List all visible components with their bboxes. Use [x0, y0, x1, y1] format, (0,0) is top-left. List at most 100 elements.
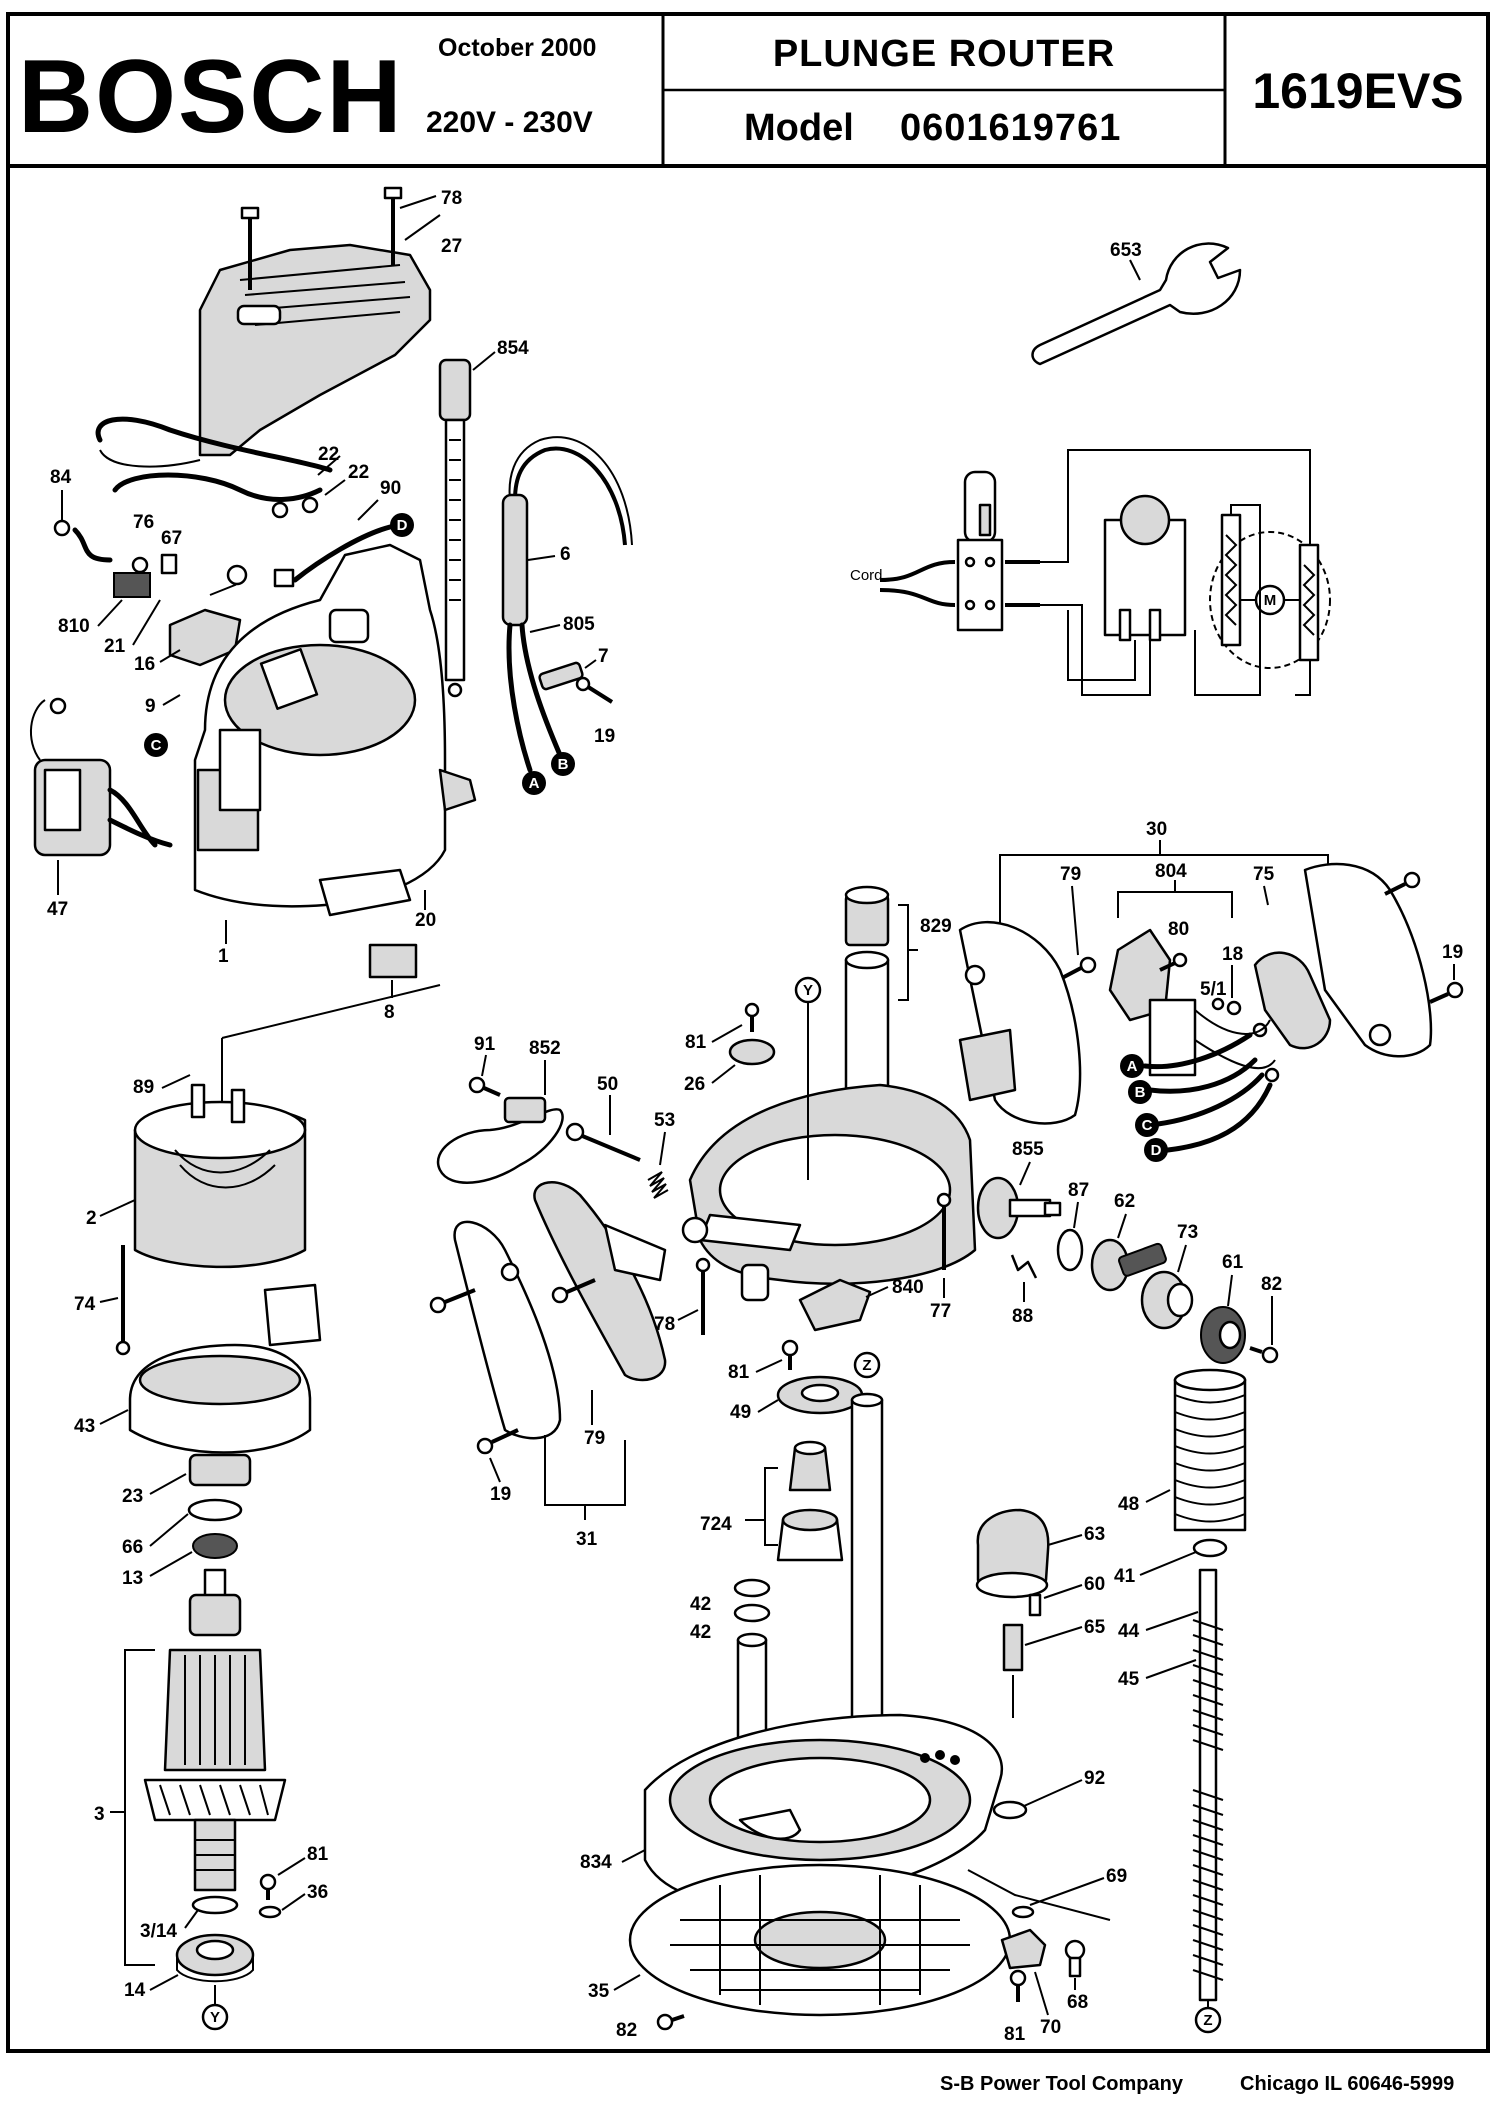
- label-89: 89: [133, 1077, 154, 1098]
- connector-B-cord: B: [551, 752, 575, 776]
- label-88: 88: [1012, 1306, 1033, 1327]
- connector-D-top: D: [292, 513, 414, 583]
- screw-77: [936, 1192, 952, 1270]
- motor-symbol: M: [1264, 592, 1277, 609]
- model-code: 1619EVS: [1252, 63, 1463, 119]
- label-2: 2: [86, 1208, 97, 1229]
- label-60: 60: [1084, 1574, 1105, 1595]
- cord-label: Cord: [850, 567, 883, 584]
- depth-rod-854: [438, 358, 472, 698]
- model-label: Model: [744, 107, 854, 149]
- label-82-b: 82: [616, 2020, 637, 2041]
- label-42-b: 42: [690, 1622, 711, 1643]
- label-43: 43: [74, 1416, 95, 1437]
- label-48: 48: [1118, 1494, 1139, 1515]
- collet-nut-724: [776, 1440, 844, 1562]
- switch-assembly-804: [1108, 928, 1280, 1083]
- screw-81-and-washer-26: [728, 1002, 776, 1066]
- label-805: 805: [563, 614, 595, 635]
- label-plate-8: [368, 943, 418, 979]
- screw-60: [1028, 1593, 1042, 1617]
- label-76: 76: [133, 512, 154, 533]
- svg-text:A: A: [529, 775, 540, 792]
- column-z: [850, 1392, 884, 1762]
- screw-79-right: [1061, 956, 1097, 980]
- rings-42: [733, 1578, 771, 1623]
- label-19-right: 19: [1442, 942, 1463, 963]
- small-hardware-84-76-67: [53, 519, 178, 598]
- label-31: 31: [576, 1529, 598, 1550]
- label-92: 92: [1084, 1768, 1105, 1789]
- label-62: 62: [1114, 1191, 1135, 1212]
- label-65: 65: [1084, 1617, 1106, 1638]
- svg-text:Y: Y: [210, 2009, 220, 2026]
- label-67: 67: [161, 528, 182, 549]
- svg-text:C: C: [151, 737, 162, 754]
- label-724: 724: [700, 1514, 732, 1535]
- router-base-834: [643, 1713, 1003, 1907]
- switch-47: [29, 697, 173, 857]
- retaining-ring-41: [1192, 1538, 1228, 1558]
- title-block: BOSCH October 2000 220V - 230V PLUNGE RO…: [6, 12, 1490, 168]
- connector-A-cord: A: [522, 771, 546, 795]
- label-80: 80: [1168, 919, 1189, 940]
- label-45: 45: [1118, 1669, 1140, 1690]
- label-91: 91: [474, 1034, 496, 1055]
- label-74: 74: [74, 1294, 96, 1315]
- screw-82-b: [656, 2013, 685, 2031]
- bolt-50: [565, 1122, 641, 1162]
- label-77: 77: [930, 1301, 951, 1322]
- label-53: 53: [654, 1110, 675, 1131]
- diagram-border: [6, 164, 1490, 2053]
- screw-81-b: [781, 1339, 799, 1370]
- svg-text:B: B: [1135, 1084, 1146, 1101]
- release-date: October 2000: [438, 34, 596, 62]
- label-79-handle: 79: [584, 1428, 605, 1449]
- plate-70: [1000, 1928, 1047, 1970]
- footer-address: Chicago IL 60646-5999: [1240, 2073, 1454, 2095]
- cap-829: [844, 885, 890, 947]
- voltage-rating: 220V - 230V: [426, 106, 593, 139]
- label-82-a: 82: [1261, 1274, 1282, 1295]
- svg-text:C: C: [1142, 1117, 1153, 1134]
- model-number: 0601619761: [900, 107, 1121, 149]
- washer-92: [992, 1800, 1028, 1820]
- label-5-1: 5/1: [1200, 979, 1227, 1000]
- label-855: 855: [1012, 1139, 1044, 1160]
- label-9: 9: [145, 696, 156, 717]
- label-829: 829: [920, 916, 952, 937]
- label-27: 27: [441, 236, 462, 257]
- product-name: PLUNGE ROUTER: [773, 33, 1115, 75]
- label-19-handle: 19: [490, 1484, 511, 1505]
- main-housing-column: [681, 950, 977, 1302]
- gear-62: [1090, 1238, 1167, 1292]
- label-810: 810: [58, 616, 90, 637]
- ring-87: [1056, 1228, 1084, 1272]
- pin-65: [1002, 1623, 1024, 1672]
- wire-harness-22: [95, 416, 333, 519]
- svg-text:Z: Z: [1203, 2012, 1212, 2029]
- label-61: 61: [1222, 1252, 1244, 1273]
- clamp-840: [798, 1278, 872, 1332]
- label-66: 66: [122, 1537, 143, 1558]
- label-87: 87: [1068, 1180, 1089, 1201]
- screw-19-top: [575, 676, 614, 704]
- handle-half-75: [1253, 862, 1433, 1058]
- label-36: 36: [307, 1882, 328, 1903]
- label-3-14: 3/14: [140, 1921, 177, 1942]
- label-852: 852: [529, 1038, 561, 1059]
- label-8: 8: [384, 1002, 395, 1023]
- spring-clip-69: [967, 1869, 1111, 1921]
- screw-81-c-and-washer-36: [258, 1873, 282, 1919]
- svg-text:B: B: [558, 756, 569, 773]
- nut-49: [776, 1375, 864, 1415]
- screw-68: [1064, 1939, 1086, 1978]
- label-81-c: 81: [307, 1844, 329, 1865]
- label-6: 6: [560, 544, 571, 565]
- label-21: 21: [104, 636, 126, 657]
- clip-88: [1010, 1254, 1038, 1279]
- label-22-b: 22: [348, 462, 369, 483]
- handle-right-79: [533, 1181, 667, 1382]
- connector-Z-mid: Z: [853, 1351, 881, 1379]
